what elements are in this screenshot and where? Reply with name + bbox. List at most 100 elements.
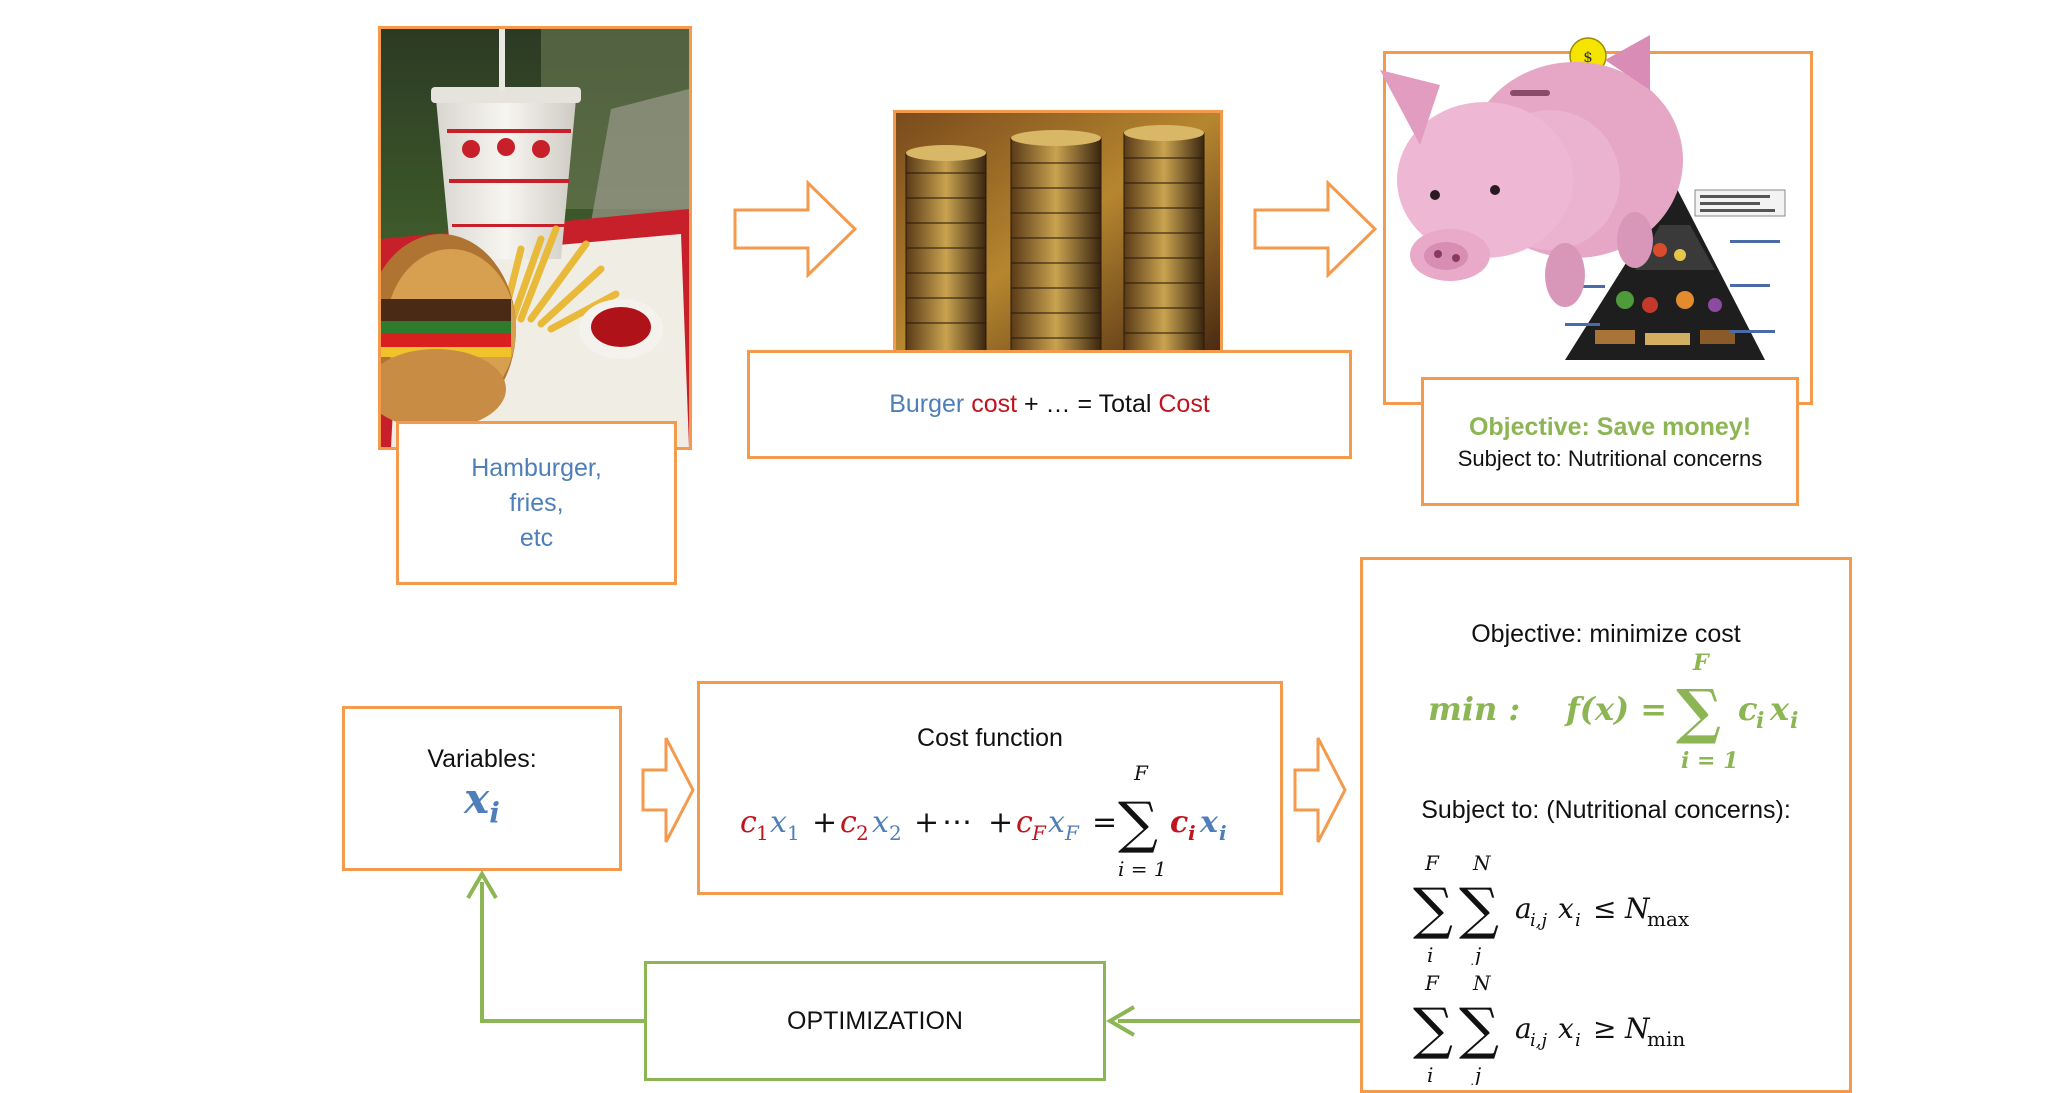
total-cost-text: Cost [1158,390,1210,418]
constraint-min-equation: F ∑ i N ∑ j a i,j x i ≥ N min [1413,971,1685,1085]
right-arrow-icon [1253,180,1378,278]
svg-text:c: c [1016,805,1033,840]
svg-text:F: F [1064,821,1080,845]
coins-photo [893,110,1223,355]
food-label-box: Hamburger, fries, etc [396,421,677,585]
svg-text:=: = [1092,805,1117,840]
svg-text:x: x [770,805,787,840]
up-arrow-icon [466,870,644,1023]
cost-function-label: Cost function [917,724,1063,752]
variables-box: Variables: xi [342,706,622,871]
optimization-label: OPTIMIZATION [787,1006,963,1035]
fast-food-illustration [381,29,689,447]
svg-text:a: a [1515,892,1532,925]
svg-text:2: 2 [889,821,902,845]
svg-text:∑: ∑ [1676,677,1721,747]
cost-summary-box: Burger cost + … = Total Cost [747,350,1352,459]
cost-text: cost [971,390,1018,418]
svg-text:1: 1 [756,821,769,845]
svg-text:≤: ≤ [1593,892,1616,925]
svg-text:i: i [1219,821,1227,845]
svg-text:x: x [872,805,889,840]
svg-text:2: 2 [856,821,869,845]
svg-text:x: x [1558,892,1574,925]
svg-text:i: i [1575,1030,1581,1051]
svg-text:∑: ∑ [1413,877,1453,942]
coin-symbol: $ [1583,48,1593,66]
objective-equation: min : f(x) = F ∑ i = 1 c i x i [1428,650,1798,774]
svg-text:x: x [1199,805,1219,840]
svg-text:i = 1: i = 1 [1118,857,1167,881]
left-arrow-icon [1106,1005,1360,1037]
svg-text:F: F [1692,650,1710,676]
cost-function-equation: c 1 x 1 + c 2 x 2 + ⋯ + c F x F = F ∑ i … [740,761,1227,881]
svg-text:i: i [1427,943,1433,965]
svg-text:∑: ∑ [1459,877,1499,942]
svg-text:⋯: ⋯ [942,805,972,840]
svg-text:N: N [1472,971,1492,995]
constraint-max-equation: F ∑ i N ∑ j a i,j x i ≤ N max [1413,851,1690,965]
svg-text:≥: ≥ [1593,1012,1616,1045]
svg-text:∑: ∑ [1118,791,1158,856]
svg-text:min: min [1647,1027,1685,1051]
svg-text:j: j [1471,1063,1481,1085]
svg-text:x: x [1558,1012,1574,1045]
food-pyramid-icon [1545,185,1790,370]
food-label-line: fries, [509,488,564,517]
right-arrow-icon [1293,737,1347,843]
svg-text:x: x [1769,690,1790,728]
svg-text:+: + [914,805,939,840]
svg-text:+: + [988,805,1013,840]
coin-stacks-illustration [896,113,1220,352]
svg-text:1: 1 [787,821,800,845]
svg-text:i,j: i,j [1530,910,1547,931]
svg-text:max: max [1647,907,1690,931]
svg-text:c: c [740,805,757,840]
svg-text:F: F [1133,761,1149,785]
right-arrow-icon [733,180,858,278]
svg-text:c: c [1170,805,1188,840]
svg-text:i: i [1756,708,1764,734]
svg-text:N: N [1624,1012,1651,1045]
svg-text:N: N [1472,851,1492,875]
svg-text:c: c [1738,690,1757,728]
svg-text:min :: min : [1428,690,1520,728]
svg-text:i: i [1575,910,1581,931]
burger-text: Burger [889,390,965,418]
svg-text:j: j [1471,943,1481,965]
svg-text:i: i [1188,821,1196,845]
optimization-box: OPTIMIZATION [644,961,1106,1081]
svg-text:F: F [1424,971,1440,995]
fast-food-photo [378,26,692,450]
right-arrow-icon [641,737,695,843]
svg-text:F: F [1031,821,1047,845]
svg-text:N: N [1624,892,1651,925]
svg-text:F: F [1424,851,1440,875]
svg-text:+: + [812,805,837,840]
svg-text:x: x [1048,805,1065,840]
objective-minimize-label: Objective: minimize cost [1471,620,1741,648]
pig-icon [1380,35,1683,307]
svg-text:c: c [840,805,857,840]
svg-text:i: i [1427,1063,1433,1085]
food-label-line: etc [519,523,554,552]
svg-text:∑: ∑ [1413,997,1453,1062]
objective-title: Objective: Save money! [1468,412,1752,441]
piggy-bank-illustration: $ [1380,35,1790,370]
subject-to-label: Subject to: (Nutritional concerns): [1421,796,1791,824]
objective-save-money-box: Objective: Save money! Subject to: Nutri… [1421,377,1799,506]
svg-text:f(x) =: f(x) = [1564,690,1667,728]
svg-text:i = 1: i = 1 [1681,748,1738,774]
cost-function-box: Cost function c 1 x 1 + c 2 x 2 + ⋯ + c … [697,681,1283,895]
variables-label: Variables: [427,745,537,774]
objective-subtitle: Subject to: Nutritional concerns [1457,445,1763,471]
svg-text:∑: ∑ [1459,997,1499,1062]
objective-constraints-box: Objective: minimize cost min : f(x) = F … [1360,557,1852,1093]
plus-total-text: + … = Total [1024,390,1152,418]
food-label-line: Hamburger, [471,453,602,482]
svg-text:i: i [1790,708,1798,734]
svg-text:a: a [1515,1012,1532,1045]
variables-symbol: xi [464,774,500,830]
svg-text:i,j: i,j [1530,1030,1547,1051]
